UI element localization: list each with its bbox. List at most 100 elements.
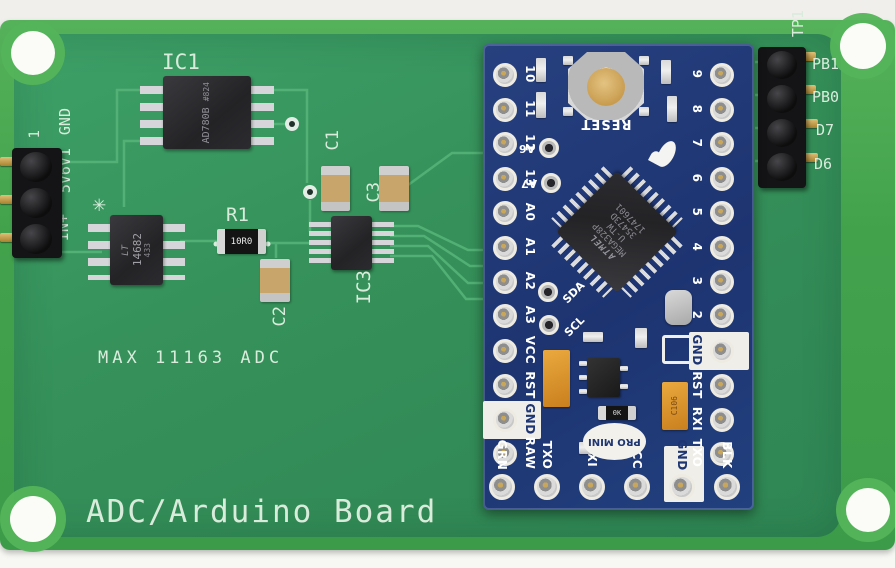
pin-hole — [493, 63, 517, 87]
pin-hole — [710, 98, 734, 122]
pin-hole — [493, 304, 517, 328]
pin-label-gnd: GND — [523, 403, 537, 435]
pin-hole — [493, 442, 517, 466]
tp1-pin — [800, 85, 816, 94]
pin-hole — [493, 408, 517, 432]
ic2-marking2: 433 — [142, 242, 152, 258]
pin-label-11: 11 — [523, 100, 537, 118]
pin-hole — [493, 339, 517, 363]
ic2-chip: LT 14682 433 — [110, 215, 163, 285]
c1-designator: C1 — [323, 130, 343, 151]
ic1-designator: IC1 — [162, 50, 200, 74]
pin-label-sda: SDA — [560, 278, 588, 307]
ic1-chip: AD780B #824 — [163, 76, 251, 149]
tp1-header — [758, 47, 806, 188]
atmega328p-chip: ATMEL MEGA328P U-TW 35473D 1747601 — [551, 166, 683, 298]
pin-hole — [493, 374, 517, 398]
tp1-label-d7: D7 — [816, 121, 835, 139]
ic2-pins-left — [88, 224, 110, 280]
reset-button-cap — [587, 68, 625, 106]
pin-hole — [710, 339, 734, 363]
tp1-pin — [802, 153, 818, 162]
pin-hole — [493, 167, 517, 191]
tp1-pin — [800, 52, 816, 61]
pin-hole — [624, 474, 650, 500]
voltage-regulator — [579, 358, 628, 397]
pin-hole — [493, 201, 517, 225]
pin-label-blk: BLK — [720, 441, 734, 469]
pin-hole — [493, 98, 517, 122]
pin-hole — [579, 474, 605, 500]
pin-label-4: 4 — [690, 242, 704, 252]
pin-label-a3: A3 — [523, 305, 537, 325]
pin-hole-sda — [538, 282, 558, 302]
ic3-chip — [331, 216, 372, 270]
pin-label-raw: RAW — [523, 436, 537, 470]
ic3-pins-right — [372, 222, 394, 266]
pin-label-rst: RST — [690, 371, 704, 399]
pin-hole — [710, 304, 734, 328]
reset-label: RESET — [580, 116, 632, 131]
r1-marking: 10R0 — [230, 236, 253, 247]
c3-capacitor — [379, 166, 409, 211]
j1-pin — [0, 233, 18, 242]
tp1-label-d6: D6 — [814, 155, 833, 173]
tp1-pin — [802, 119, 818, 128]
brand-label: PRO MINI — [588, 436, 641, 447]
board-title: ADC/Arduino Board — [86, 494, 438, 530]
tp1-label-pb0: PB0 — [812, 88, 840, 106]
pin-hole — [710, 167, 734, 191]
pin-hole — [493, 270, 517, 294]
pin-label-3: 3 — [690, 276, 704, 286]
mounting-hole-bottom-right — [846, 488, 890, 532]
pin-label-grn: GRN — [495, 439, 509, 471]
pin-hole — [710, 201, 734, 225]
reset-button-leg — [639, 56, 649, 65]
pin-hole — [534, 474, 560, 500]
pin-label-7: 7 — [690, 138, 704, 148]
pin-label-gnd-btm: GND — [675, 439, 689, 471]
mounting-hole-bottom-left — [10, 496, 56, 542]
pin-hole — [710, 408, 734, 432]
r1-resistor: 10R0 — [217, 229, 266, 254]
pin-hole — [710, 63, 734, 87]
pin-label-a7: A7 — [521, 177, 538, 190]
tp1-designator: TP1 — [789, 10, 807, 38]
smd-passive — [635, 328, 647, 348]
smd-passive — [536, 92, 546, 118]
pro-mini-badge: PRO MINI — [583, 423, 646, 460]
pin-label-a6: A6 — [519, 142, 536, 155]
pin-label-rxi: RXI — [690, 406, 704, 432]
c1-capacitor — [321, 166, 350, 211]
pin-label-vcc: VCC — [523, 335, 537, 365]
ic2-silk-star: ✳ — [92, 196, 107, 216]
pin-hole — [710, 132, 734, 156]
pin-label-a2: A2 — [523, 271, 537, 291]
r1-designator: R1 — [226, 204, 249, 226]
ic2-marking: 14682 — [130, 233, 144, 267]
pin-hole — [714, 474, 740, 500]
pin-hole-scl — [539, 315, 559, 335]
ic3-designator: IC3 — [353, 270, 375, 305]
pin-label-5: 5 — [690, 207, 704, 217]
crystal-oscillator — [665, 290, 692, 325]
res-marking: 0K — [612, 409, 622, 417]
tp1-label-pb1: PB1 — [812, 55, 840, 73]
arduino-pro-mini: 10 11 12 13 A0 A1 A2 A3 VCC RST GND RAW … — [483, 44, 754, 510]
ic1-marking: AD780B — [201, 107, 212, 144]
pin-hole — [710, 374, 734, 398]
reset-button-leg — [639, 107, 649, 116]
silk-square-outline — [662, 335, 693, 364]
pin-label-a1: A1 — [523, 237, 537, 257]
reset-button-leg — [563, 107, 573, 116]
ic1-pins-left — [140, 86, 163, 150]
pin-label-9: 9 — [690, 69, 704, 79]
j1-pin1-marker: 1 — [27, 130, 43, 139]
j1-pin — [0, 157, 18, 166]
pin-hole — [710, 236, 734, 260]
reset-button-leg — [563, 56, 573, 65]
tantalum-cap — [543, 350, 570, 407]
pin-hole-a6 — [539, 138, 559, 158]
pin-hole — [710, 442, 734, 466]
